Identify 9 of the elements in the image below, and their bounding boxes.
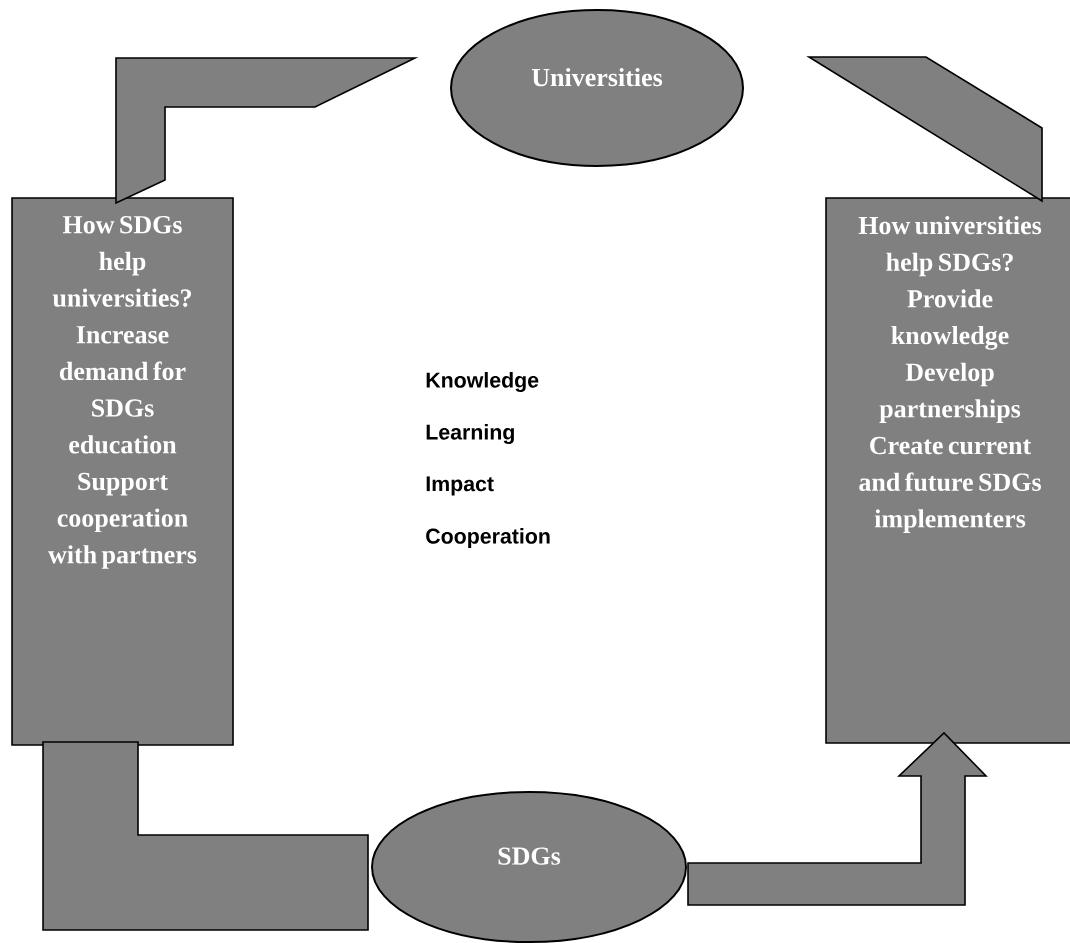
ellipse-node: SDGs — [371, 791, 687, 943]
block-arrow — [687, 731, 988, 906]
center-label: Cooperation — [426, 528, 550, 548]
ellipse-node: Universities — [450, 9, 744, 167]
center-label: Knowledge — [426, 372, 539, 392]
center-label: Learning — [426, 424, 514, 444]
center-label: Impact — [426, 476, 494, 496]
text-box: How SDGs help universities? Increase demand for SDGs education Support cooperation with partners — [11, 197, 234, 746]
block-connector — [42, 741, 369, 931]
